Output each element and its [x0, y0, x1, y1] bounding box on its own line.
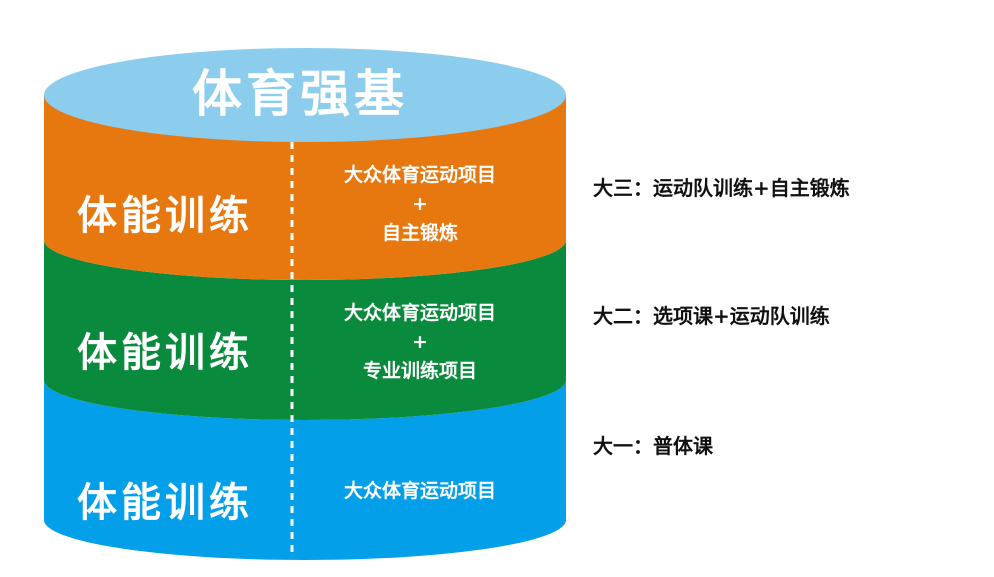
- layer-top-left-label: 体能训练: [77, 193, 253, 239]
- layer-top-line-1: 大众体育运动项目: [343, 164, 496, 186]
- layer-middle-line-2: +: [412, 331, 428, 353]
- layer-middle-line-3: 专业训练项目: [362, 360, 477, 382]
- top-title: 体育强基: [192, 65, 408, 123]
- layer-blue-shape: [44, 380, 566, 560]
- cylinder-top-ellipse: [44, 48, 566, 142]
- layer-middle-right-text: 大众体育运动项目 + 专业训练项目: [300, 299, 540, 386]
- note-year-one: 大一：普体课: [593, 434, 713, 458]
- layer-middle-line-1: 大众体育运动项目: [343, 302, 496, 324]
- layer-green-shape: [44, 240, 566, 420]
- layer-middle-left-label: 体能训练: [77, 330, 253, 376]
- layer-orange-shape: [44, 95, 566, 280]
- layer-top-line-3: 自主锻炼: [381, 222, 458, 244]
- layer-bottom-left-label: 体能训练: [77, 480, 253, 526]
- note-year-two: 大二：选项课+运动队训练: [593, 304, 830, 328]
- note-year-three: 大三：运动队训练+自主锻炼: [593, 176, 850, 200]
- layer-bottom-right-text: 大众体育运动项目: [300, 477, 540, 506]
- layer-top-right-text: 大众体育运动项目 + 自主锻炼: [300, 161, 540, 248]
- layer-top-line-2: +: [412, 193, 428, 215]
- layer-bottom-line-1: 大众体育运动项目: [343, 480, 496, 502]
